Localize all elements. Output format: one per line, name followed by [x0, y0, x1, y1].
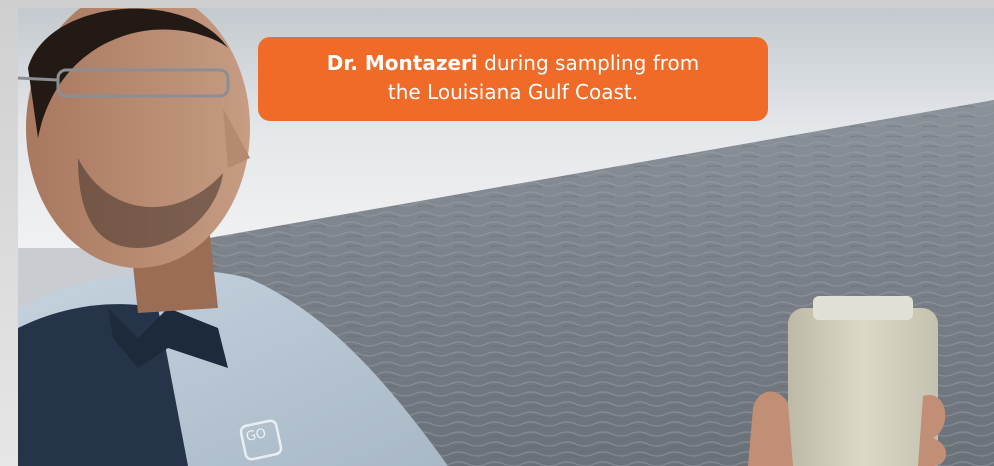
caption-line-2: the Louisiana Gulf Coast. [387, 80, 639, 104]
caption-name: Dr. Montazeri [326, 51, 478, 75]
hair [28, 8, 228, 138]
caption-line-1-rest: during sampling from [477, 51, 700, 75]
hand [748, 391, 793, 466]
photo-caption: Dr. Montazeri during sampling from the L… [258, 37, 768, 121]
sample-bottle [788, 308, 938, 466]
caption-line-1: Dr. Montazeri during sampling from [258, 49, 768, 78]
sampling-photo: GO [18, 8, 994, 466]
glasses [56, 68, 230, 98]
